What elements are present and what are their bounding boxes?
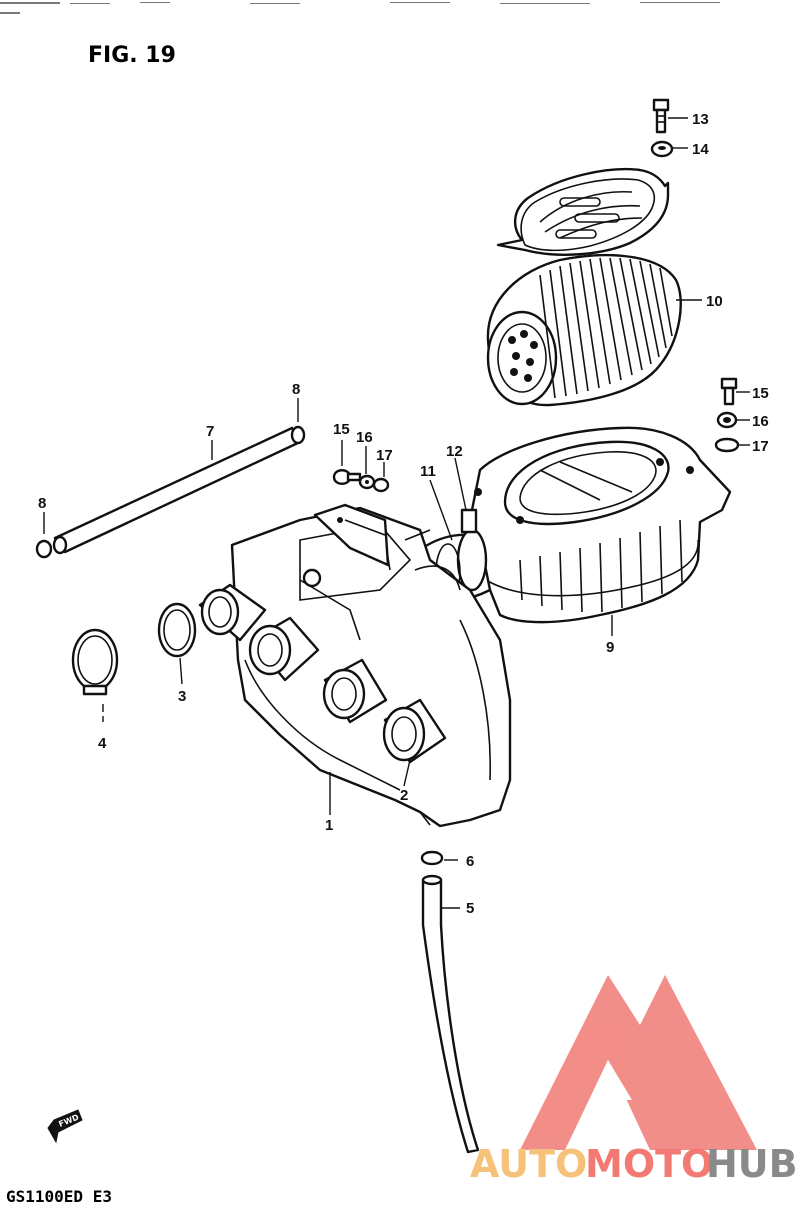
part-15-16-17-left <box>332 440 390 493</box>
callout-5: 5 <box>466 900 474 917</box>
part-16-washer-right <box>716 411 750 429</box>
callout-6: 6 <box>466 853 474 870</box>
fwd-arrow-icon: FWD <box>47 1109 83 1144</box>
callout-7: 7 <box>206 423 214 440</box>
part-6-clip <box>420 850 458 866</box>
part-1-air-box <box>230 503 512 828</box>
part-10-filter-element <box>486 253 702 407</box>
callout-labels: 1 2 3 4 5 6 7 8 8 9 10 11 12 13 14 15 15… <box>38 111 769 917</box>
part-4-band-clamp <box>71 628 119 722</box>
callout-15-left: 15 <box>333 421 350 438</box>
callout-1: 1 <box>325 817 333 834</box>
part-2-intake-boots <box>198 583 447 787</box>
callout-17-left: 17 <box>376 447 393 464</box>
watermark-wordmark: AUTO MOTO HUB <box>470 1142 798 1186</box>
callout-8-upper: 8 <box>292 381 300 398</box>
part-13-bolt <box>652 98 688 134</box>
part-14-grommet <box>650 140 688 158</box>
model-code: GS1100ED E3 <box>6 1187 112 1206</box>
callout-16-right: 16 <box>752 413 769 430</box>
callout-17-right: 17 <box>752 438 769 455</box>
callout-2: 2 <box>400 787 408 804</box>
callout-12: 12 <box>446 443 463 460</box>
watermark-logo <box>520 975 757 1150</box>
part-8-clip-lower <box>35 512 53 559</box>
callout-3: 3 <box>178 688 186 705</box>
part-15-bolt-right <box>720 377 750 406</box>
part-8-clip-upper <box>290 398 306 445</box>
scan-noise <box>0 2 720 14</box>
part-5-drain-hose <box>421 874 480 1154</box>
figure-title: FIG. 19 <box>88 43 176 68</box>
filter-cover-plate <box>496 167 670 256</box>
callout-16-left: 16 <box>356 429 373 446</box>
callout-13: 13 <box>692 111 709 128</box>
watermark-word-auto: AUTO <box>470 1142 587 1186</box>
watermark-word-moto: MOTO <box>585 1142 713 1186</box>
callout-8-lower: 8 <box>38 495 46 512</box>
callout-4: 4 <box>98 735 107 752</box>
callout-11: 11 <box>420 463 436 480</box>
part-17-grommet-right <box>714 437 750 453</box>
watermark-triangle-icon <box>520 975 757 1150</box>
callout-15-right: 15 <box>752 385 769 402</box>
part-3-ring-clamp <box>157 602 197 685</box>
callout-14: 14 <box>692 141 709 158</box>
part-9-filter-case <box>468 426 732 636</box>
callout-10: 10 <box>706 293 723 310</box>
callout-9: 9 <box>606 639 614 656</box>
watermark-word-hub: HUB <box>706 1142 798 1186</box>
